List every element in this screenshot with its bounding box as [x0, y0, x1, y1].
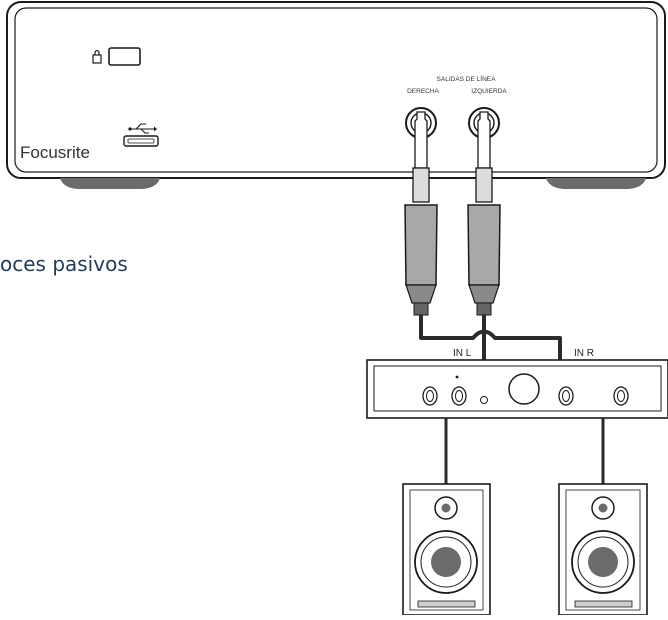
- speaker-right: [558, 483, 648, 616]
- amp-knob-1: [422, 386, 438, 406]
- cables: [419, 315, 562, 360]
- headphone-jack: [480, 396, 488, 404]
- input-left-label: IN L: [453, 348, 472, 359]
- kensington-lock-icon: [92, 47, 141, 66]
- brand-logo: Focusrite: [20, 143, 90, 162]
- jack-plug-left: [467, 111, 501, 316]
- jack-plug-right: [404, 111, 438, 316]
- speaker-left: [402, 483, 491, 616]
- input-right-label: IN R: [574, 348, 594, 359]
- output-right-label: DERECHA: [407, 88, 439, 95]
- output-left-label: IZQUIERDA: [471, 88, 507, 95]
- interface-foot-left: [60, 178, 160, 189]
- power-led: [455, 375, 459, 379]
- outputs-heading: SALIDAS DE LÍNEA: [437, 74, 497, 83]
- amp-knob-4: [613, 386, 629, 406]
- caption-text: oces pasivos: [0, 252, 128, 276]
- interface-foot-right: [546, 178, 646, 189]
- cable-right: [419, 315, 562, 360]
- amplifier: [366, 359, 668, 419]
- audio-interface: Focusrite SALIDAS DE LÍNEA DERECHA IZQUI…: [6, 1, 666, 189]
- amp-knob-2: [451, 386, 467, 406]
- usb-port: [123, 135, 159, 147]
- usb-icon: [128, 123, 157, 134]
- volume-knob: [508, 373, 540, 405]
- amp-knob-3: [558, 386, 574, 406]
